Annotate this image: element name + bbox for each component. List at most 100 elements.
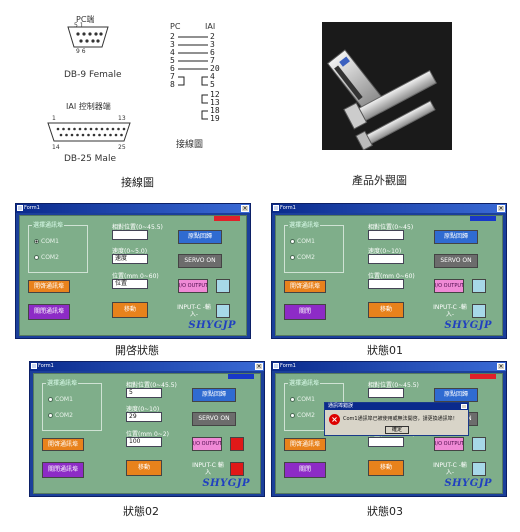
window-close-button[interactable]: × — [497, 205, 505, 212]
close-port-button[interactable]: 關閉 — [284, 462, 326, 478]
input-indicator — [472, 462, 486, 476]
product-photo — [322, 22, 452, 151]
open-port-button[interactable]: 開啓通訊埠 — [284, 280, 326, 293]
speed-input[interactable] — [368, 254, 404, 264]
field1-label: 相對位置(0~45) — [368, 224, 414, 231]
pin-diagram-caption: 接線圖 — [176, 140, 204, 150]
db25-pin-1: 1 — [52, 115, 56, 122]
field1-label: 相對位置(0~45.5) — [368, 382, 419, 389]
io-output-button[interactable]: I/O OUTPUT — [434, 437, 464, 451]
radio-com1[interactable]: COM1 — [34, 238, 59, 245]
move-button[interactable]: 移動 — [112, 302, 148, 318]
radio-com2[interactable]: COM2 — [290, 412, 315, 419]
io-output-button[interactable]: I/O OUTPUT — [192, 437, 222, 451]
servo-on-button[interactable]: SERVO ON — [178, 254, 222, 268]
open-port-button[interactable]: 開啓通訊埠 — [28, 280, 70, 293]
input-label: INPUT-C -輸入- — [433, 462, 467, 476]
io-output-button[interactable]: I/O OUTPUT — [434, 279, 464, 293]
radio-dot-icon — [290, 397, 295, 402]
iai-end-label: IAI 控制器端 — [66, 102, 111, 111]
pin-pc-2: 4 — [170, 48, 175, 57]
db25-pin-13: 13 — [118, 115, 126, 122]
dialog-ok-button[interactable]: 確定 — [385, 426, 409, 434]
db25-connector-icon — [47, 122, 131, 142]
position-input[interactable] — [368, 279, 404, 289]
brand-logo: SHYGJP — [188, 320, 236, 331]
field1-label: 相對位置(0~45.5) — [112, 224, 163, 231]
db25-pin-25: 25 — [118, 144, 126, 151]
field2-label: 速度(0~10) — [368, 248, 402, 255]
window-titlebar[interactable]: Form1× — [16, 204, 250, 213]
home-return-button[interactable]: 原點回歸 — [192, 388, 236, 402]
radio-com2[interactable]: COM2 — [48, 412, 73, 419]
relative-position-input[interactable] — [368, 388, 404, 398]
home-return-button[interactable]: 原點回歸 — [434, 230, 478, 244]
output-indicator — [230, 437, 244, 451]
pin-iai-4: 20 — [210, 64, 220, 73]
move-button[interactable]: 移動 — [368, 302, 404, 318]
window-close-button[interactable]: × — [497, 363, 505, 370]
relative-position-input[interactable] — [368, 230, 404, 240]
panel-caption-1: 狀態01 — [367, 344, 403, 357]
radio-com1[interactable]: COM1 — [290, 396, 315, 403]
db9-pins-bottom: 9 6 — [76, 48, 86, 55]
input-label: INPUT-C -輸入- — [433, 304, 467, 318]
home-return-button[interactable]: 原點回歸 — [178, 230, 222, 244]
radio-com2-label: COM2 — [297, 254, 315, 261]
window-titlebar[interactable]: Form1 × — [30, 362, 264, 371]
dialog-title: 通訊埠錯誤 — [325, 403, 468, 410]
window-title: Form1 — [38, 363, 54, 369]
input-indicator — [472, 304, 486, 318]
move-button[interactable]: 移動 — [368, 460, 404, 476]
panel-caption-2: 狀態02 — [123, 505, 159, 518]
speed-input[interactable]: 29 — [126, 412, 162, 422]
db9-connector-icon — [67, 26, 109, 48]
window-close-button[interactable]: × — [255, 363, 263, 370]
window-app-icon — [273, 205, 279, 211]
relative-position-input[interactable] — [112, 230, 148, 240]
radio-com2[interactable]: COM2 — [34, 254, 59, 261]
position-input[interactable] — [368, 437, 404, 447]
radio-com1[interactable]: COM1 — [48, 396, 73, 403]
pin-iai-0: 2 — [210, 32, 215, 41]
field2-label: 速度(0~5.0) — [112, 248, 148, 255]
move-button[interactable]: 移動 — [126, 460, 162, 476]
form-client-area: 選擇通訊埠COM1COM2開啓通訊埠關閉相對位置(0~45.5)速度(0~10)… — [275, 373, 503, 494]
window-titlebar[interactable]: Form1 × — [272, 204, 506, 213]
close-port-button[interactable]: 關閉通訊埠 — [42, 462, 84, 478]
radio-com2-label: COM2 — [55, 412, 73, 419]
open-port-button[interactable]: 開啓通訊埠 — [284, 438, 326, 451]
position-input[interactable]: 位置 — [112, 279, 148, 289]
servo-on-button[interactable]: SERVO ON — [434, 254, 478, 268]
speed-input[interactable]: 速度 — [112, 254, 148, 264]
pin-header-pc: PC — [170, 22, 181, 31]
radio-com1-label: COM1 — [41, 238, 59, 245]
close-port-button[interactable]: 關閉 — [284, 304, 326, 320]
radio-com1[interactable]: COM1 — [290, 238, 315, 245]
pin-pc-6: 8 — [170, 80, 175, 89]
relative-position-input[interactable]: 5 — [126, 388, 162, 398]
db25-caption: DB-25 Male — [64, 154, 116, 164]
dialog-close-button[interactable] — [461, 404, 467, 409]
output-indicator — [472, 437, 486, 451]
pc-end-label: PC端 — [76, 15, 95, 24]
radio-com2[interactable]: COM2 — [290, 254, 315, 261]
panel-state-03: Form1×選擇通訊埠COM1COM2開啓通訊埠關閉相對位置(0~45.5)速度… — [271, 361, 507, 497]
servo-on-button[interactable]: SERVO ON — [192, 412, 236, 426]
window-titlebar[interactable]: Form1× — [272, 362, 506, 371]
input-indicator — [216, 304, 230, 318]
open-port-button[interactable]: 開啓通訊埠 — [42, 438, 84, 451]
field1-label: 相對位置(0~45.5) — [126, 382, 177, 389]
position-input[interactable]: 100 — [126, 437, 162, 447]
close-port-button[interactable]: 關閉通訊埠 — [28, 304, 70, 320]
db25-pin-14: 14 — [52, 144, 60, 151]
window-close-button[interactable]: × — [241, 205, 249, 212]
pin-iai-1: 3 — [210, 40, 215, 49]
io-output-button[interactable]: I/O OUTPUT — [178, 279, 208, 293]
window-title: Form1 — [280, 205, 296, 211]
radio-dot-icon — [290, 413, 295, 418]
home-return-button[interactable]: 原點回歸 — [434, 388, 478, 402]
radio-com1-label: COM1 — [297, 396, 315, 403]
